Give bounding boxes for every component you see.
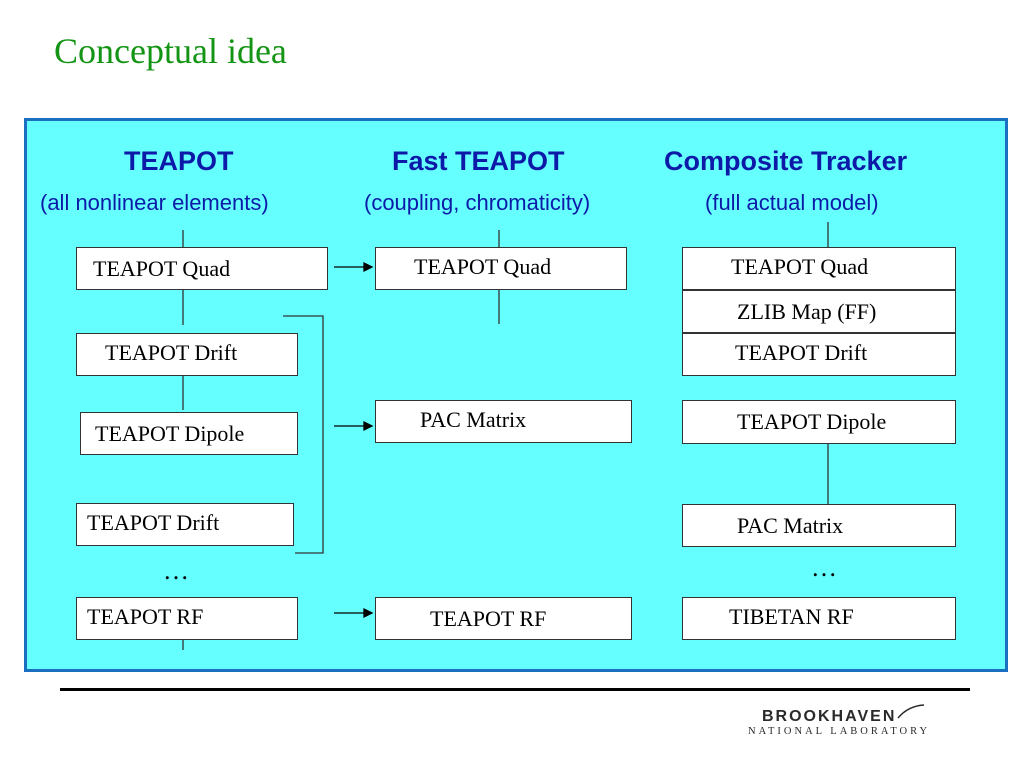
footer-divider <box>60 688 970 691</box>
col2-heading: Fast TEAPOT <box>392 146 565 176</box>
col1-subheading: (all nonlinear elements) <box>40 190 269 215</box>
col1-rf-box: TEAPOT RF <box>76 597 298 640</box>
arrow-rf-head <box>363 607 374 619</box>
logo-swoosh-icon <box>897 704 925 719</box>
col3-matrix-box: PAC Matrix <box>682 504 956 547</box>
col2-rf-box: TEAPOT RF <box>375 597 632 640</box>
page-title: Conceptual idea <box>54 31 287 71</box>
diagram-panel <box>24 118 1008 672</box>
col3-heading: Composite Tracker <box>664 146 908 176</box>
col3-ellipsis: … <box>811 553 837 582</box>
col2-subheading: (coupling, chromaticity) <box>364 190 591 215</box>
arrow-quad-head <box>363 261 374 273</box>
col2-quad-box: TEAPOT Quad <box>375 247 627 290</box>
col3-drift-box: TEAPOT Drift <box>682 333 956 376</box>
col1-ellipsis: … <box>163 556 189 585</box>
col3-subheading: (full actual model) <box>705 190 879 215</box>
col1-heading: TEAPOT <box>124 146 234 176</box>
col3-quad-box: TEAPOT Quad <box>682 247 956 290</box>
col3-dipole-box: TEAPOT Dipole <box>682 400 956 444</box>
brookhaven-logo: BROOKHAVEN NATIONAL LABORATORY <box>748 704 970 748</box>
arrow-matrix-head <box>363 420 374 432</box>
col3-rf-box: TIBETAN RF <box>682 597 956 640</box>
grouping-bracket <box>283 315 324 554</box>
col1-drift-box: TEAPOT Drift <box>76 333 298 376</box>
col2-matrix-box: PAC Matrix <box>375 400 632 443</box>
col1-quad-box: TEAPOT Quad <box>76 247 328 290</box>
logo-name: BROOKHAVEN <box>762 708 897 725</box>
col1-dipole-box: TEAPOT Dipole <box>80 412 298 455</box>
col3-zlib-box: ZLIB Map (FF) <box>682 290 956 333</box>
col1-drift2-box: TEAPOT Drift <box>76 503 294 546</box>
logo-subtitle: NATIONAL LABORATORY <box>748 726 931 737</box>
